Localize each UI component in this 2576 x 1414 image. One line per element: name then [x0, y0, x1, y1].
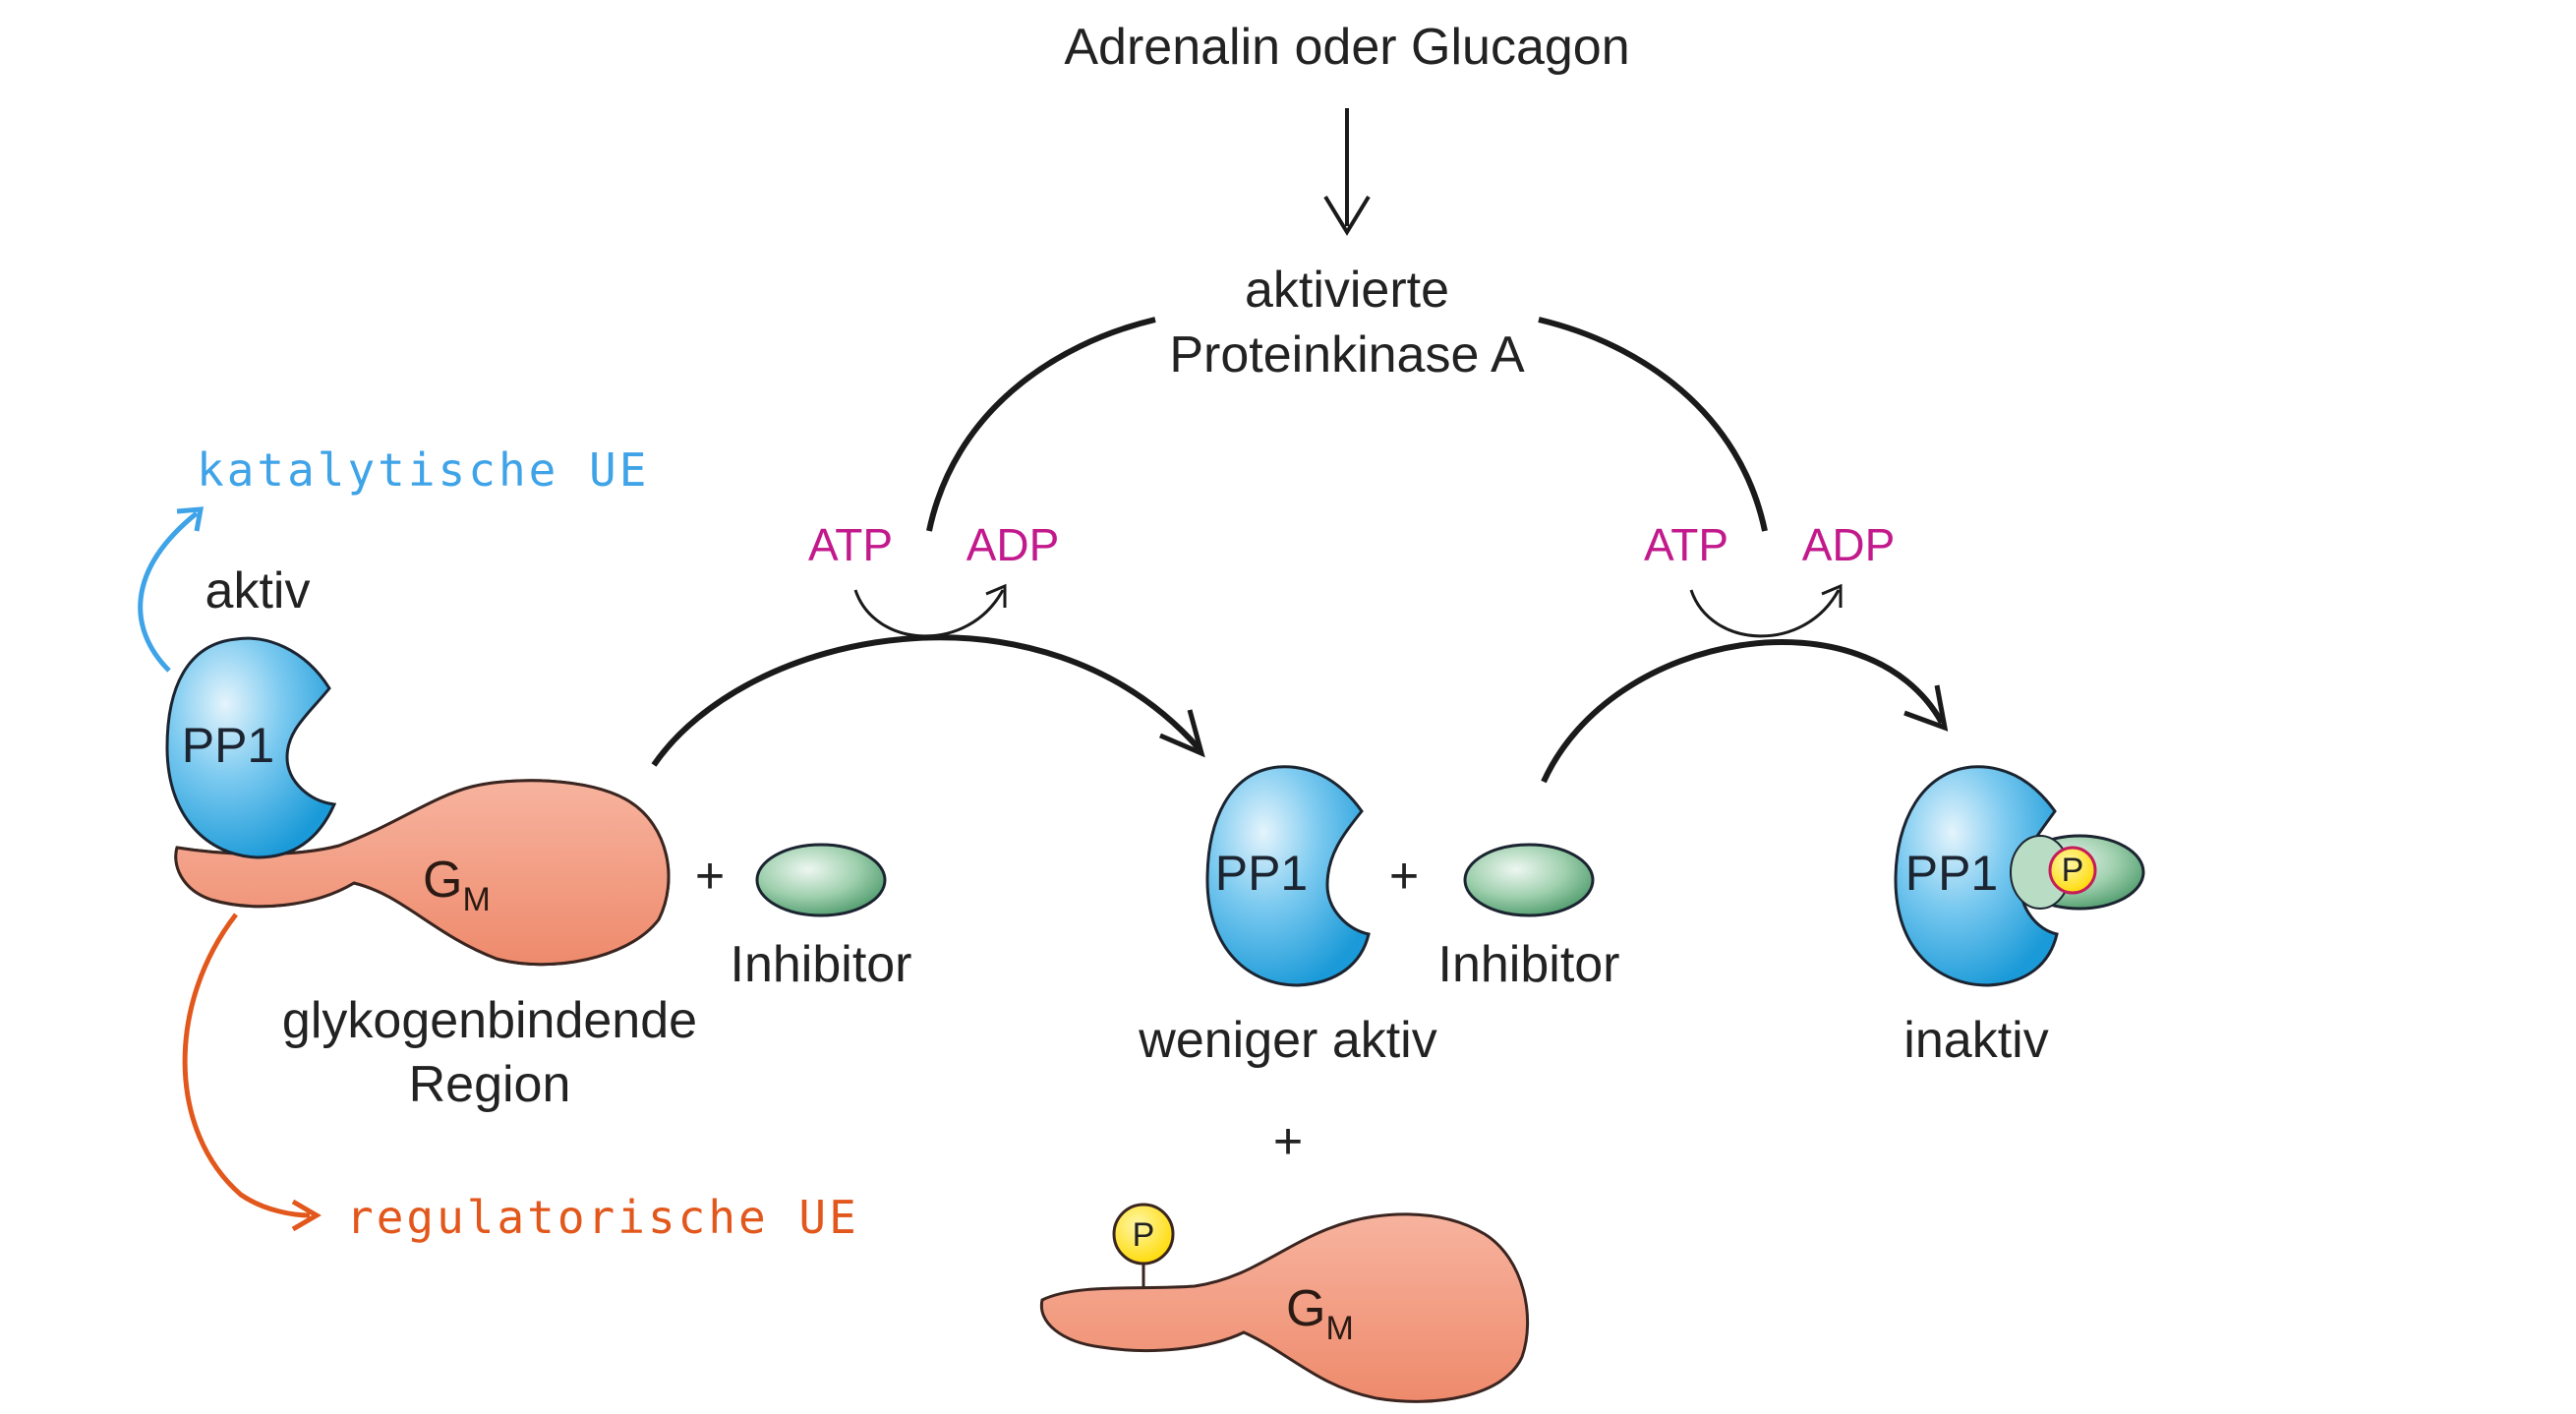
kinase-arc-right	[1538, 317, 1768, 532]
plus-sign-1: +	[695, 848, 725, 905]
inhibitor-2	[1463, 843, 1595, 917]
atp-right-label: ATP	[1644, 519, 1728, 570]
pp1-inactive-label: PP1	[1905, 846, 1999, 901]
katalytisch-annotation-arrowhead	[176, 506, 205, 532]
gm-regulatory-subunit-body	[174, 779, 671, 967]
hormone-down-arrow	[1323, 108, 1371, 236]
inhibitor-2-label: Inhibitor	[1438, 936, 1620, 993]
atp-adp-right-arrow	[1689, 589, 1841, 638]
gm-label: GM	[423, 852, 491, 918]
pp1-active-label: PP1	[182, 718, 275, 773]
atp-left-label: ATP	[808, 519, 893, 570]
pp1-active	[165, 636, 337, 859]
adp-right-label: ADP	[1802, 519, 1896, 570]
reaction-arrow-1-head	[1159, 709, 1205, 758]
inaktiv-label: inaktiv	[1903, 1012, 2048, 1069]
katalytische-ue-annotation: katalytische UE	[197, 443, 649, 497]
plus-sign-2: +	[1389, 848, 1419, 905]
reaction-arrow-2	[1541, 639, 1945, 784]
pp1-less-active-label: PP1	[1215, 846, 1309, 901]
regulatorisch-annotation-arrow	[182, 913, 311, 1218]
reaction-arrow-1	[651, 634, 1202, 767]
atp-adp-right-arrowhead	[1821, 583, 1843, 608]
phosphate-on-gm	[1112, 1203, 1175, 1266]
glykogen-label-line2: Region	[409, 1056, 571, 1113]
katalytisch-annotation-arrow	[138, 511, 199, 673]
glykogen-label-line1: glykogenbindende	[282, 992, 697, 1049]
aktiv-label: aktiv	[205, 562, 311, 619]
kinase-label-line2: Proteinkinase A	[1169, 326, 1525, 383]
hormone-label: Adrenalin oder Glucagon	[1064, 19, 1629, 76]
gm-phosphorylated	[1039, 1212, 1530, 1403]
regulatorisch-annotation-arrowhead	[291, 1199, 322, 1232]
phosphate-on-gm-label: P	[1133, 1216, 1155, 1254]
plus-sign-3: +	[1273, 1113, 1303, 1170]
inhibitor-1-label: Inhibitor	[731, 936, 912, 993]
adp-left-label: ADP	[966, 519, 1060, 570]
kinase-arc-left	[926, 317, 1156, 532]
gm2-label: GM	[1286, 1280, 1354, 1347]
pp1-less-active	[1205, 765, 1371, 987]
phosphate-on-inhibitor	[2048, 846, 2097, 895]
atp-adp-left-arrow	[853, 589, 1005, 638]
atp-adp-left-arrowhead	[985, 583, 1007, 608]
phosphate-on-inhibitor-label: P	[2062, 852, 2084, 889]
reaction-arrow-2-head	[1903, 684, 1949, 732]
regulatorische-ue-annotation: regulatorische UE	[346, 1191, 859, 1244]
inhibitor-1	[755, 843, 887, 917]
kinase-label-line1: aktivierte	[1245, 262, 1449, 319]
weniger-aktiv-label: weniger aktiv	[1138, 1012, 1436, 1069]
